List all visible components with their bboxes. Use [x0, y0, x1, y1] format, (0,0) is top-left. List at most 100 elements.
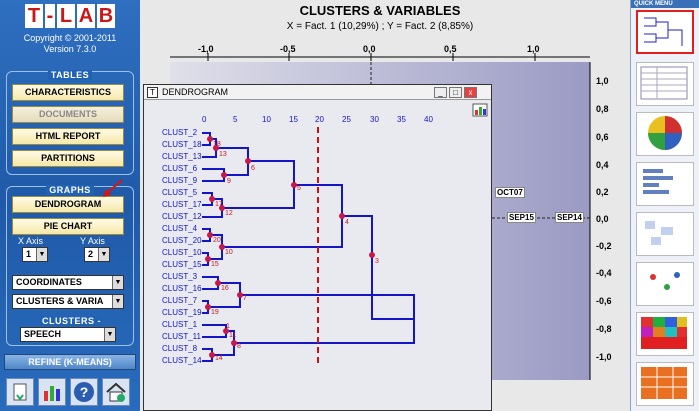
partitions-button[interactable]: PARTITIONS — [12, 150, 124, 167]
x-tick-label: -1,0 — [198, 44, 214, 54]
maximize-icon[interactable]: □ — [449, 87, 462, 98]
cluster-label: CLUST_15 — [162, 260, 202, 269]
logo-letter: - — [45, 4, 55, 28]
cluster-label: CLUST_14 — [162, 356, 202, 365]
node-label: 14 — [215, 355, 223, 362]
node-label: 20 — [213, 237, 221, 244]
y-tick-label: -1,0 — [596, 352, 612, 362]
cluster-label: CLUST_12 — [162, 212, 202, 221]
html-report-button[interactable]: HTML REPORT — [12, 128, 124, 145]
version-text: Version 7.3.0 — [43, 44, 97, 54]
dendrogram-window[interactable]: T DENDROGRAM _ □ x 0 5 10 15 20 25 30 35… — [143, 84, 492, 411]
y-tick-label: 0,2 — [596, 187, 609, 197]
window-title: DENDROGRAM — [162, 87, 229, 97]
node-label: 11 — [229, 332, 237, 339]
x-tick-label: 5 — [233, 115, 238, 124]
x-tick-label: 20 — [315, 115, 324, 124]
bar-chart-thumbnail[interactable] — [636, 162, 694, 206]
pie-chart-thumbnail[interactable] — [636, 112, 694, 156]
tables-title: TABLES — [47, 70, 93, 80]
export-chart-icon[interactable] — [472, 103, 488, 117]
cluster-label: CLUST_13 — [162, 152, 202, 161]
chevron-down-icon: ▼ — [112, 295, 123, 308]
y-axis-select[interactable]: 2▼ — [84, 247, 110, 262]
home-icon[interactable] — [102, 378, 130, 406]
help-icon[interactable]: ? — [70, 378, 98, 406]
x-tick-label: 0,5 — [444, 44, 457, 54]
plot-subtitle: X = Fact. 1 (10,29%) ; Y = Fact. 2 (8,85… — [286, 21, 474, 32]
y-tick-label: -0,8 — [596, 324, 612, 334]
tlab-logo: T - L A B — [14, 4, 126, 30]
cluster-label: CLUST_6 — [162, 164, 198, 173]
x-tick-label: 10 — [262, 115, 271, 124]
grid-thumbnail[interactable] — [636, 362, 694, 406]
y-tick-label: 0,4 — [596, 160, 609, 170]
logo-letter: T — [25, 4, 43, 28]
cluster-label: CLUST_11 — [162, 332, 201, 341]
logo-letter: A — [77, 4, 95, 28]
window-title-bar[interactable]: T DENDROGRAM _ □ x — [144, 85, 491, 100]
coordinates-select[interactable]: COORDINATES▼ — [12, 275, 124, 290]
plot-point-label[interactable]: OCT07 — [495, 187, 525, 198]
minimize-icon[interactable]: _ — [434, 87, 447, 98]
speech-value: SPEECH — [24, 329, 62, 339]
graphs-title: GRAPHS — [46, 185, 94, 195]
cluster-label: CLUST_5 — [162, 188, 198, 197]
y-tick-label: 0,8 — [596, 104, 609, 114]
node-label: 17 — [215, 201, 223, 208]
x-axis-select[interactable]: 1▼ — [22, 247, 48, 262]
y-axis-label: Y Axis — [80, 236, 105, 246]
tables-group: TABLES — [6, 70, 134, 175]
cluster-label: CLUST_16 — [162, 284, 202, 293]
cluster-label: CLUST_17 — [162, 200, 202, 209]
node-label: 19 — [211, 309, 219, 316]
chevron-down-icon: ▼ — [98, 248, 109, 261]
3d-plot-thumbnail[interactable] — [636, 262, 694, 306]
x-tick-label: 0 — [202, 115, 207, 124]
chevron-down-icon: ▼ — [36, 248, 47, 261]
tlab-app-icon: T — [147, 87, 158, 98]
red-arrow-icon — [103, 179, 123, 197]
x-tick-label: 40 — [424, 115, 433, 124]
y-tick-label: -0,2 — [596, 241, 612, 251]
chart-settings-icon[interactable] — [38, 378, 66, 406]
dendrogram-thumbnail[interactable] — [636, 10, 694, 54]
y-tick-label: 0,6 — [596, 132, 609, 142]
heatmap-thumbnail[interactable] — [636, 312, 694, 356]
close-icon[interactable]: x — [464, 87, 477, 98]
dendrogram-button[interactable]: DENDROGRAM — [12, 196, 124, 213]
documents-button[interactable]: DOCUMENTS — [12, 106, 124, 123]
export-icon[interactable] — [6, 378, 34, 406]
map-thumbnail[interactable] — [636, 212, 694, 256]
cluster-label: CLUST_4 — [162, 224, 198, 233]
plot-point-label[interactable]: SEP14 — [555, 212, 584, 223]
y-tick-label: -0,4 — [596, 268, 612, 278]
graphs-group: GRAPHS — [6, 185, 134, 346]
node-label: 3 — [375, 258, 379, 265]
node-label: 8 — [237, 343, 241, 350]
node-label: 6 — [251, 165, 255, 172]
cluster-label: CLUST_9 — [162, 176, 198, 185]
speech-select[interactable]: SPEECH▼ — [20, 327, 116, 342]
node-label: 9 — [227, 178, 231, 185]
cluster-label: CLUST_19 — [162, 308, 202, 317]
cluster-label: CLUST_7 — [162, 296, 198, 305]
x-tick-label: 15 — [289, 115, 298, 124]
table-thumbnail[interactable] — [636, 62, 694, 106]
cluster-label: CLUST_1 — [162, 320, 198, 329]
y-axis-value: 2 — [88, 249, 94, 259]
plot-point-label[interactable]: SEP15 — [507, 212, 536, 223]
refine-kmeans-button[interactable]: REFINE (K-MEANS) — [4, 354, 136, 370]
copyright-text: Copyright © 2001-2011 — [23, 33, 117, 43]
characteristics-button[interactable]: CHARACTERISTICS — [12, 84, 124, 101]
x-axis-value: 1 — [26, 249, 32, 259]
x-tick-label: 30 — [370, 115, 379, 124]
mode-select[interactable]: CLUSTERS & VARIA▼ — [12, 294, 124, 309]
node-label: 13 — [219, 151, 227, 158]
node-label: 10 — [225, 249, 233, 256]
node-label: 5 — [297, 185, 301, 192]
pie-chart-button[interactable]: PIE CHART — [12, 218, 124, 235]
cluster-label: CLUST_3 — [162, 272, 198, 281]
node-label: 12 — [225, 210, 233, 217]
cluster-label: CLUST_8 — [162, 344, 198, 353]
